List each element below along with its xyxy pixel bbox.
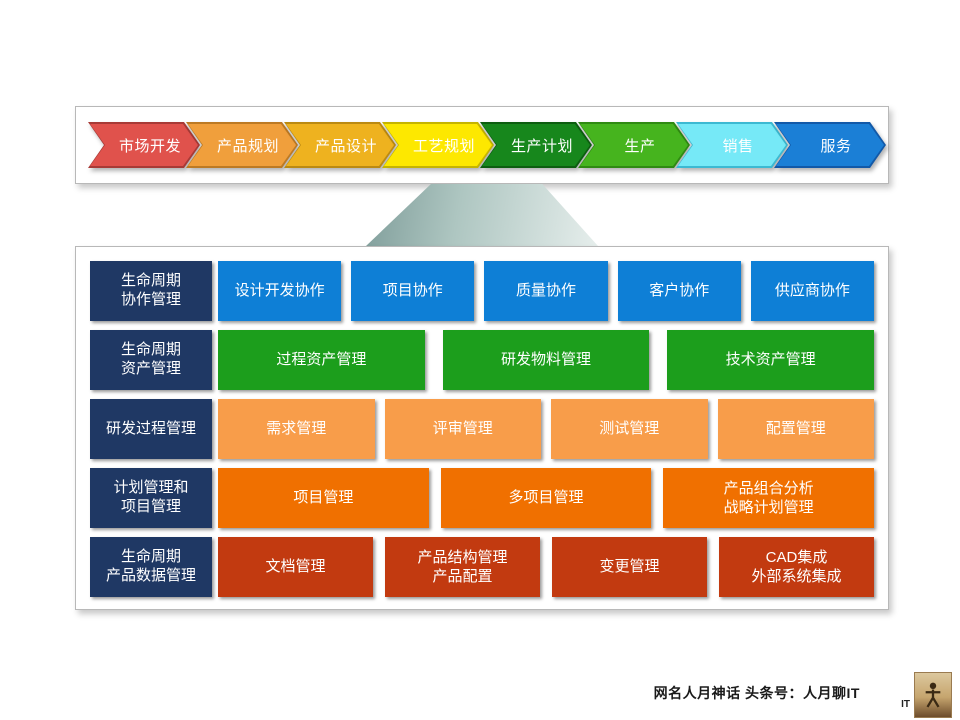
process-step-label: 市场开发	[118, 137, 181, 155]
process-step-chevron: 产品设计	[284, 122, 396, 168]
matrix-cell: 研发物料管理	[442, 330, 650, 390]
process-step-chevron: 工艺规划	[382, 122, 494, 168]
process-flow-panel: 市场开发 产品规划 产品设计 工艺规划 生产计划 生产 销售 服务	[75, 106, 889, 184]
process-step-label: 服务	[820, 137, 852, 155]
matrix-cell: 评审管理	[384, 399, 541, 459]
matrix-row-cells: 需求管理 评审管理 测试管理 配置管理	[218, 399, 874, 459]
process-step-label: 销售	[722, 137, 754, 155]
matrix-cell: 需求管理	[218, 399, 375, 459]
logo-side-text: IT	[901, 699, 910, 710]
matrix-cell: 配置管理	[717, 399, 874, 459]
matrix-row: 生命周期 协作管理 设计开发协作 项目协作 质量协作 客户协作 供应商协作	[90, 261, 875, 321]
matrix-row-cells: 文档管理 产品结构管理 产品配置 变更管理 CAD集成 外部系统集成	[218, 537, 874, 597]
matrix-cell: 产品组合分析 战略计划管理	[663, 468, 875, 528]
process-step-chevron: 服务	[774, 122, 886, 168]
matrix-row-header: 生命周期 产品数据管理	[90, 537, 212, 597]
process-step-label: 产品规划	[216, 137, 279, 155]
process-flow-bar: 市场开发 产品规划 产品设计 工艺规划 生产计划 生产 销售 服务	[76, 107, 888, 183]
matrix-cell: 过程资产管理	[218, 330, 425, 390]
matrix-row: 计划管理和 项目管理 项目管理 多项目管理 产品组合分析 战略计划管理	[90, 468, 875, 528]
matrix-row-header: 研发过程管理	[90, 399, 212, 459]
process-step-label: 工艺规划	[412, 137, 475, 155]
process-step-chevron: 市场开发	[88, 122, 200, 168]
process-step-label: 生产计划	[510, 137, 573, 155]
matrix-cell: 变更管理	[552, 537, 707, 597]
matrix-cell: 供应商协作	[750, 261, 875, 321]
process-step-label: 生产	[624, 137, 656, 155]
matrix-row-cells: 项目管理 多项目管理 产品组合分析 战略计划管理	[218, 468, 875, 528]
matrix-row: 生命周期 产品数据管理 文档管理 产品结构管理 产品配置 变更管理 CAD集成 …	[90, 537, 874, 597]
process-step-chevron: 生产计划	[480, 122, 592, 168]
matrix-cell: 质量协作	[484, 261, 608, 321]
matrix-cell: 技术资产管理	[667, 330, 875, 390]
figure-icon	[925, 682, 941, 708]
matrix-cell: 项目管理	[218, 468, 429, 528]
matrix-row-cells: 设计开发协作 项目协作 质量协作 客户协作 供应商协作	[218, 261, 875, 321]
process-step-chevron: 销售	[676, 122, 788, 168]
matrix-row-cells: 过程资产管理 研发物料管理 技术资产管理	[218, 330, 875, 390]
credit-text: 网名人月神话 头条号：人月聊IT	[653, 685, 860, 701]
process-step-chevron: 生产	[578, 122, 690, 168]
matrix-cell: 项目协作	[351, 261, 475, 321]
matrix-cell: 客户协作	[617, 261, 741, 321]
matrix-row: 研发过程管理 需求管理 评审管理 测试管理 配置管理	[90, 399, 874, 459]
matrix-cell: 多项目管理	[440, 468, 652, 528]
matrix-row-header: 生命周期 协作管理	[90, 261, 212, 321]
matrix-row: 生命周期 资产管理 过程资产管理 研发物料管理 技术资产管理	[90, 330, 875, 390]
watermark-logo	[914, 672, 952, 718]
matrix-cell: 产品结构管理 产品配置	[385, 537, 540, 597]
matrix-cell: 测试管理	[551, 399, 708, 459]
process-step-chevron: 产品规划	[186, 122, 298, 168]
matrix-cell: 文档管理	[218, 537, 373, 597]
process-step-label: 产品设计	[314, 137, 377, 155]
plm-matrix-panel: 生命周期 协作管理 设计开发协作 项目协作 质量协作 客户协作 供应商协作 生命…	[75, 246, 889, 610]
matrix-cell: CAD集成 外部系统集成	[719, 537, 874, 597]
matrix-row-header: 计划管理和 项目管理	[90, 468, 212, 528]
funnel-connector	[366, 184, 598, 246]
matrix-cell: 设计开发协作	[218, 261, 342, 321]
matrix-row-header: 生命周期 资产管理	[90, 330, 212, 390]
